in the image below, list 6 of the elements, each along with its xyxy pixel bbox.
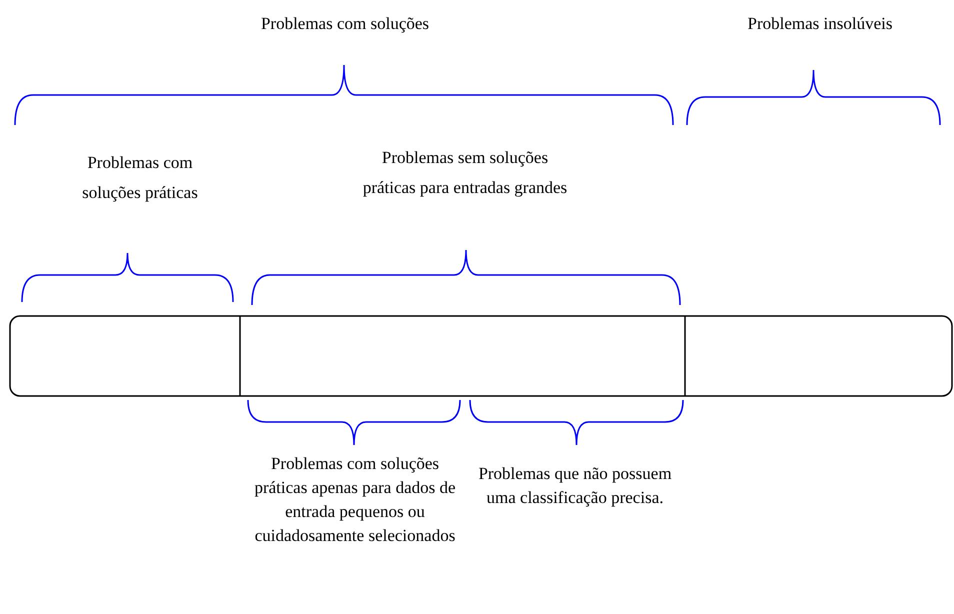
category-label: Problemas que não possuem uma classificação precisa. <box>477 463 673 509</box>
category-label: Problemas sem soluções práticas para entradas grandes <box>362 147 568 199</box>
category-label: Problemas insolúveis <box>746 13 894 35</box>
category-label: Problemas com soluções práticas apenas para dados de entrada pequenos ou cuidadosamente selecionados <box>253 453 457 547</box>
category-label: Problemas com soluções <box>260 13 430 35</box>
category-label: Problemas com soluções práticas <box>81 152 199 204</box>
